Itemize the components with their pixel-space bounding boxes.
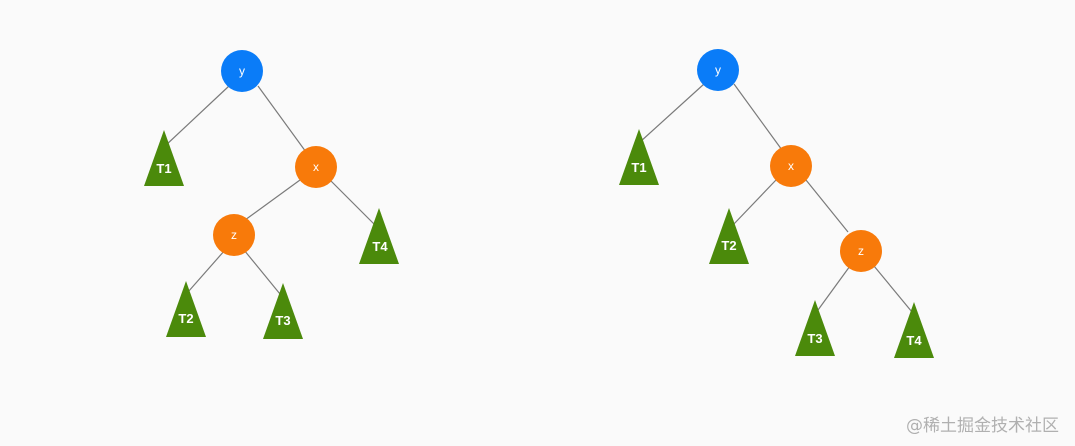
subtree-t1-label: T1 xyxy=(631,160,646,175)
node-y-label: y xyxy=(239,64,245,78)
edge-z-t3 xyxy=(817,265,851,311)
subtree-t3-label: T3 xyxy=(275,313,290,328)
node-x-label: x xyxy=(313,160,319,174)
subtree-t2: T2 xyxy=(709,208,749,264)
edge-z-t4 xyxy=(873,265,913,313)
node-x-label: x xyxy=(788,159,794,173)
subtree-t2-label: T2 xyxy=(721,238,736,253)
node-z-label: z xyxy=(231,228,237,242)
node-y-label: y xyxy=(715,63,721,77)
node-z: z xyxy=(840,230,882,272)
node-y: y xyxy=(697,49,739,91)
edge-y-x xyxy=(733,83,783,151)
subtree-t4-label: T4 xyxy=(372,239,388,254)
edge-y-t1 xyxy=(639,83,705,143)
edge-z-t2 xyxy=(187,249,226,293)
node-z-label: z xyxy=(858,244,864,258)
watermark: @稀土掘金技术社区 xyxy=(906,416,1059,436)
right-tree-edges xyxy=(639,83,913,313)
node-x: x xyxy=(295,146,337,188)
subtree-t1-label: T1 xyxy=(156,161,171,176)
edge-x-t2 xyxy=(731,179,777,227)
left-tree-edges xyxy=(164,85,375,295)
subtree-t4-label: T4 xyxy=(906,333,922,348)
node-x: x xyxy=(770,145,812,187)
subtree-t1: T1 xyxy=(619,129,659,185)
subtree-t4: T4 xyxy=(894,302,934,358)
subtree-t1: T1 xyxy=(144,130,184,186)
edge-x-z xyxy=(805,179,849,233)
node-y: y xyxy=(221,50,263,92)
subtree-t3: T3 xyxy=(795,300,835,356)
node-z: z xyxy=(213,214,255,256)
subtree-t3: T3 xyxy=(263,283,303,339)
subtree-t2-label: T2 xyxy=(178,311,193,326)
edge-y-t1 xyxy=(164,85,230,147)
subtree-t2: T2 xyxy=(166,281,206,337)
edge-x-z xyxy=(244,179,301,221)
subtree-t4: T4 xyxy=(359,208,399,264)
right-tree: y x z T1 T2 T3 T4 xyxy=(619,49,934,358)
left-tree: y x z T1 T4 T2 T3 xyxy=(144,50,399,339)
edge-z-t3 xyxy=(243,249,281,295)
subtree-t3-label: T3 xyxy=(807,331,822,346)
edge-x-t4 xyxy=(329,179,375,225)
edge-y-x xyxy=(257,85,307,153)
